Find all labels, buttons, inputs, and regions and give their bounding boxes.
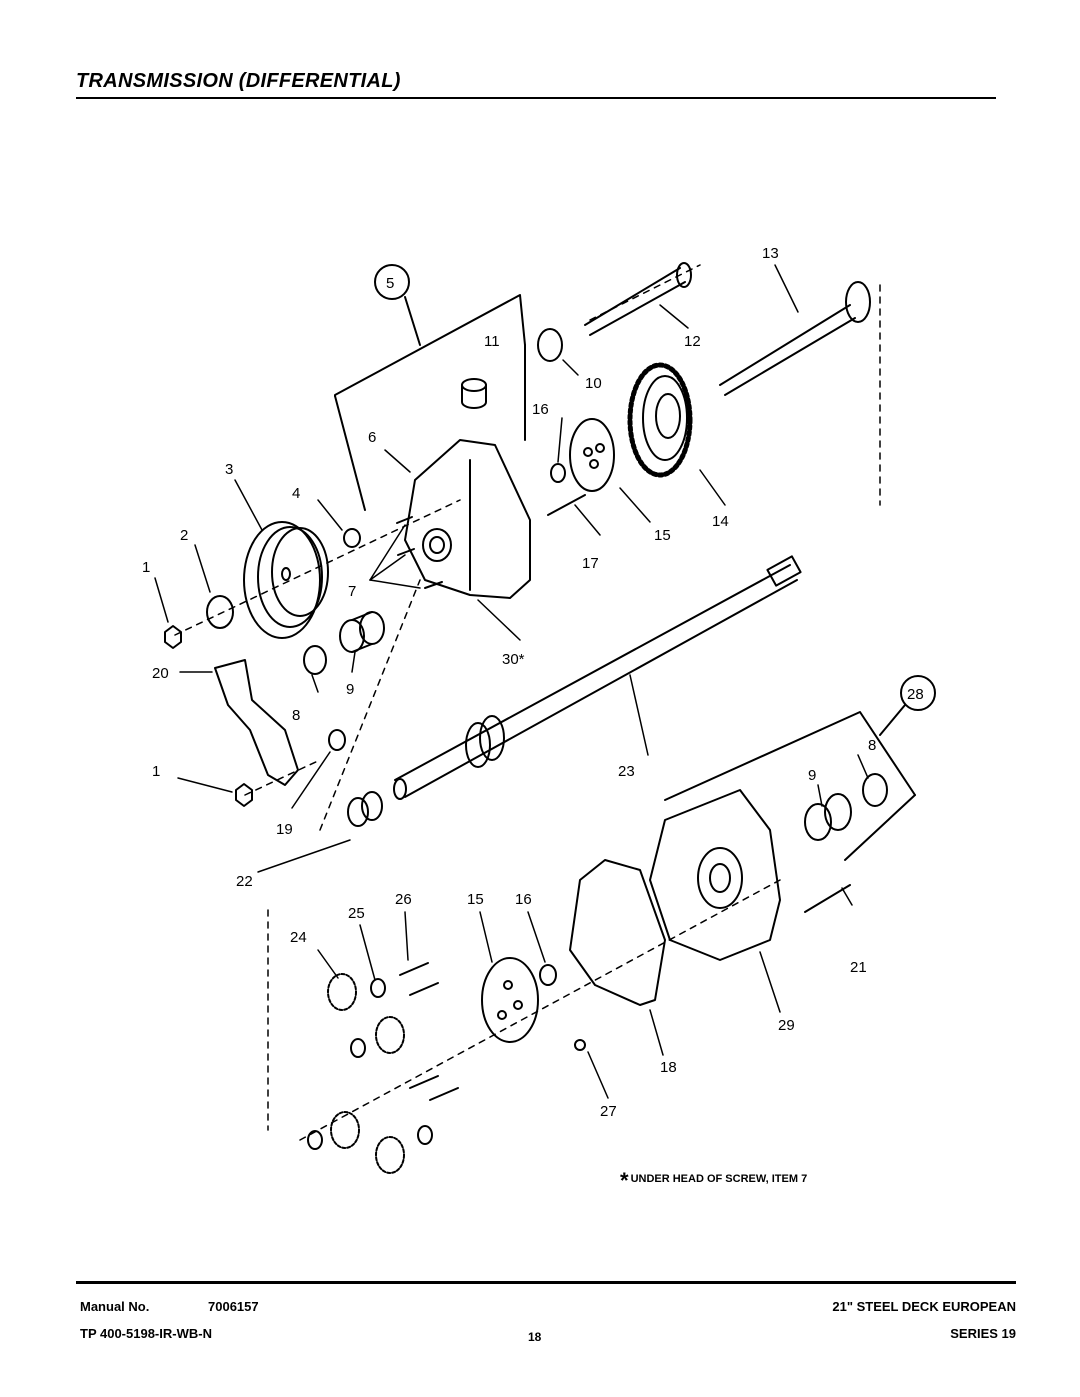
- bearing-8-lower: [862, 773, 888, 807]
- callout-17: 17: [582, 555, 599, 572]
- callout-16-top: 16: [532, 401, 549, 418]
- callout-13: 13: [762, 245, 779, 262]
- leader-lines: [154, 264, 869, 1099]
- callout-7: 7: [348, 583, 356, 600]
- bushing-9: [339, 611, 385, 653]
- pulley: [243, 521, 329, 639]
- callout-8-a: 8: [292, 707, 300, 724]
- callout-18: 18: [660, 1059, 677, 1076]
- washer-19: [328, 729, 346, 751]
- callout-28: 28: [907, 686, 924, 703]
- page-title: TRANSMISSION (DIFFERENTIAL): [76, 70, 401, 92]
- page-number: 18: [528, 1330, 542, 1344]
- callout-10: 10: [585, 375, 602, 392]
- footnote-asterisk: *: [620, 1168, 629, 1193]
- callout-26: 26: [395, 891, 412, 908]
- pinion-gears: [327, 973, 405, 1174]
- screws-7: [396, 516, 443, 589]
- shaft-13: [719, 281, 871, 396]
- washer-16-top: [550, 463, 566, 483]
- callout-9-a: 9: [346, 681, 354, 698]
- manual-label: Manual No.: [80, 1299, 150, 1314]
- mount-bracket: [214, 659, 299, 786]
- product-name: 21" STEEL DECK EUROPEAN: [832, 1299, 1016, 1314]
- callout-circle-28: [900, 675, 936, 711]
- nut-1-bottom: [235, 783, 253, 807]
- shaft-pinion: [465, 715, 505, 768]
- manual-number: 7006157: [208, 1299, 259, 1314]
- assembly-bracket-5: [334, 294, 526, 511]
- callout-1-bottom: 1: [152, 763, 160, 780]
- callout-15-top: 15: [654, 527, 671, 544]
- callout-30: 30*: [502, 651, 525, 668]
- bushing-9-lower: [804, 793, 852, 841]
- callout-11: 11: [484, 333, 500, 350]
- lower-housing: [649, 789, 781, 961]
- tp-number: TP 400-5198-IR-WB-N: [80, 1326, 212, 1341]
- callout-27: 27: [600, 1103, 617, 1120]
- callout-8-b: 8: [868, 737, 876, 754]
- ring-gear: [627, 362, 693, 478]
- callout-29: 29: [778, 1017, 795, 1034]
- callout-9-b: 9: [808, 767, 816, 784]
- cap-11: [461, 378, 487, 409]
- callout-15-lower: 15: [467, 891, 484, 908]
- pins-26: [399, 962, 459, 1101]
- assembly-lines: [174, 264, 881, 1141]
- callout-16-lower: 16: [515, 891, 532, 908]
- axle-shaft: [393, 555, 802, 800]
- washer-4: [343, 528, 361, 548]
- callout-14: 14: [712, 513, 729, 530]
- callout-22: 22: [236, 873, 253, 890]
- callout-circle-5: [374, 264, 410, 300]
- upper-housing: [404, 439, 531, 599]
- callout-5: 5: [386, 275, 394, 292]
- gasket: [569, 859, 666, 1006]
- callout-21: 21: [850, 959, 867, 976]
- footnote: *UNDER HEAD OF SCREW, ITEM 7: [620, 1168, 807, 1194]
- callout-12: 12: [684, 333, 701, 350]
- gear-plate-top: [569, 418, 615, 492]
- nut-1-top: [164, 625, 182, 649]
- bushing-22: [347, 791, 383, 827]
- callout-4: 4: [292, 485, 300, 502]
- callout-24: 24: [290, 929, 307, 946]
- bearing-10: [537, 328, 563, 362]
- callout-3: 3: [225, 461, 233, 478]
- callout-23: 23: [618, 763, 635, 780]
- callout-19: 19: [276, 821, 293, 838]
- callout-20: 20: [152, 665, 169, 682]
- callout-25: 25: [348, 905, 365, 922]
- series: SERIES 19: [950, 1326, 1016, 1341]
- stub-shaft-12: [584, 262, 692, 336]
- gear-plate-lower: [481, 957, 539, 1043]
- nut-27: [574, 1039, 586, 1051]
- title-rule: [76, 97, 996, 99]
- screw-17: [547, 494, 586, 516]
- washer-16-lower: [539, 964, 557, 986]
- bearing-8: [303, 645, 327, 675]
- callout-2: 2: [180, 527, 188, 544]
- callout-6: 6: [368, 429, 376, 446]
- footnote-text: UNDER HEAD OF SCREW, ITEM 7: [630, 1173, 808, 1185]
- footer-rule: [76, 1281, 1016, 1284]
- callout-1-top: 1: [142, 559, 150, 576]
- assembly-bracket-28: [664, 704, 916, 861]
- washer-2: [206, 595, 234, 629]
- washers-25: [307, 978, 433, 1150]
